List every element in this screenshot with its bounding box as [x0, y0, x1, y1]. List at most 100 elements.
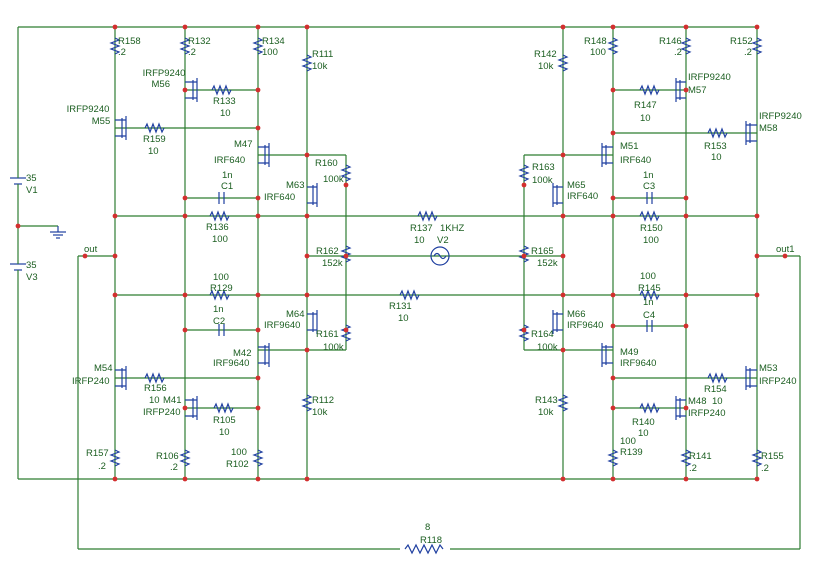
capacitor-c1	[218, 192, 225, 204]
label-r160-val: 100k	[323, 174, 344, 185]
label-r148-val: 100	[590, 47, 606, 58]
label-v1-ref: V1	[26, 185, 38, 196]
label-c1-ref: C1	[221, 181, 233, 192]
label-m63-val: IRF640	[264, 192, 295, 203]
label-r159-ref: R159	[143, 134, 166, 145]
capacitor-c3	[646, 192, 653, 204]
capacitor-c4	[646, 320, 653, 332]
label-c3-val: 1n	[643, 170, 654, 181]
label-r132-val: .2	[188, 47, 196, 58]
label-r143-val: 10k	[538, 407, 554, 418]
label-m58-val: IRFP9240	[759, 111, 802, 122]
label-v2-val: 1KHZ	[440, 223, 464, 234]
label-r160-ref: R160	[315, 158, 338, 169]
label-r161-val: 100k	[323, 342, 344, 353]
label-r106-val: .2	[170, 462, 178, 473]
label-r147-val: 10	[640, 113, 651, 124]
label-r102-val: 100	[231, 447, 247, 458]
label-r154-ref: R154	[704, 384, 727, 395]
label-r134-val: 100	[262, 47, 278, 58]
label-r136-ref: R136	[206, 222, 229, 233]
label-r156-val: 10	[149, 395, 160, 406]
label-r146-val: .2	[674, 47, 682, 58]
label-m47-val: IRF640	[214, 155, 245, 166]
ac-source-v2	[430, 246, 450, 266]
label-m48-ref: M48	[688, 396, 706, 407]
label-m66-val: IRF9640	[567, 320, 603, 331]
net-label-out: out	[84, 244, 98, 255]
label-v3-ref: V3	[26, 272, 38, 283]
label-m48-val: IRFP240	[688, 408, 726, 419]
label-r150-ref: R150	[640, 223, 663, 234]
label-r106-ref: R106	[156, 451, 179, 462]
label-r163-ref: R163	[532, 162, 555, 173]
label-r162-val: 152k	[322, 258, 343, 269]
label-m64-ref: M64	[286, 309, 304, 320]
label-r131-val: 10	[398, 313, 409, 324]
label-r118-val: 8	[425, 522, 430, 533]
label-r133-val: 10	[220, 108, 231, 119]
label-r161-ref: R161	[316, 329, 339, 340]
label-r165-val: 152k	[537, 258, 558, 269]
label-r157-val: .2	[98, 461, 106, 472]
net-label-out1: out1	[776, 244, 795, 255]
label-r146-ref: R146	[659, 36, 682, 47]
label-r140-val: 10	[638, 428, 649, 439]
label-m41-val: IRFP240	[143, 407, 181, 418]
label-r111-val: 10k	[312, 61, 328, 72]
label-r141-val: .2	[689, 463, 697, 474]
label-r145-ref: R145	[638, 283, 661, 294]
label-r129-val: 100	[213, 272, 229, 283]
label-r132-ref: R132	[188, 36, 211, 47]
label-m54-val: IRFP240	[72, 376, 110, 387]
label-r158-val: .2	[118, 47, 126, 58]
label-v3-val: 35	[26, 260, 37, 271]
label-r118-ref: R118	[420, 535, 442, 546]
label-r105-ref: R105	[213, 415, 236, 426]
label-m65-ref: M65	[567, 180, 585, 191]
label-r131-ref: R131	[389, 301, 412, 312]
label-r136-val: 100	[212, 234, 228, 245]
label-m49-val: IRF9640	[620, 358, 656, 369]
label-r157-ref: R157	[86, 448, 109, 459]
label-m64-val: IRF9640	[264, 320, 300, 331]
junction-dots	[15, 24, 788, 482]
battery-v1	[10, 172, 26, 198]
label-m51-val: IRF640	[620, 155, 651, 166]
label-r153-ref: R153	[704, 141, 727, 152]
label-c4-val: 1n	[643, 297, 654, 308]
label-m57-val: IRFP9240	[688, 72, 731, 83]
label-m54-ref: M54	[94, 363, 112, 374]
label-r142-val: 10k	[538, 61, 554, 72]
label-m66-ref: M66	[567, 309, 585, 320]
label-r150-val: 100	[643, 235, 659, 246]
label-m55-val: IRFP9240	[67, 104, 110, 115]
ground-symbol	[50, 226, 66, 239]
label-c1-val: 1n	[222, 170, 233, 181]
label-v1-val: 35	[26, 173, 37, 184]
label-r159-val: 10	[148, 146, 159, 157]
component-labels: R158 .2 R132 .2 R134 100 R111 10k R142 1…	[26, 36, 802, 546]
label-m56-val: IRFP9240	[143, 68, 186, 79]
label-r139-ref: R139	[620, 447, 643, 458]
label-r152-val: .2	[744, 47, 752, 58]
label-c3-ref: C3	[643, 181, 655, 192]
label-r142-ref: R142	[534, 49, 557, 60]
label-r141-ref: R141	[689, 451, 712, 462]
label-m42-ref: M42	[233, 348, 251, 359]
label-r164-ref: R164	[531, 329, 554, 340]
label-r162-ref: R162	[316, 246, 339, 257]
label-r111-ref: R111	[312, 49, 333, 60]
label-r137-val: 10	[414, 235, 425, 246]
label-r134-ref: R134	[262, 36, 285, 47]
label-r137-ref: R137	[410, 223, 433, 234]
label-m63-ref: M63	[286, 180, 304, 191]
label-r165-ref: R165	[531, 246, 554, 257]
label-r147-ref: R147	[634, 100, 657, 111]
label-r129-ref: R129	[210, 283, 233, 294]
mosfet-symbols	[115, 78, 757, 420]
label-r140-ref: R140	[632, 417, 655, 428]
label-r152-ref: R152	[730, 36, 753, 47]
